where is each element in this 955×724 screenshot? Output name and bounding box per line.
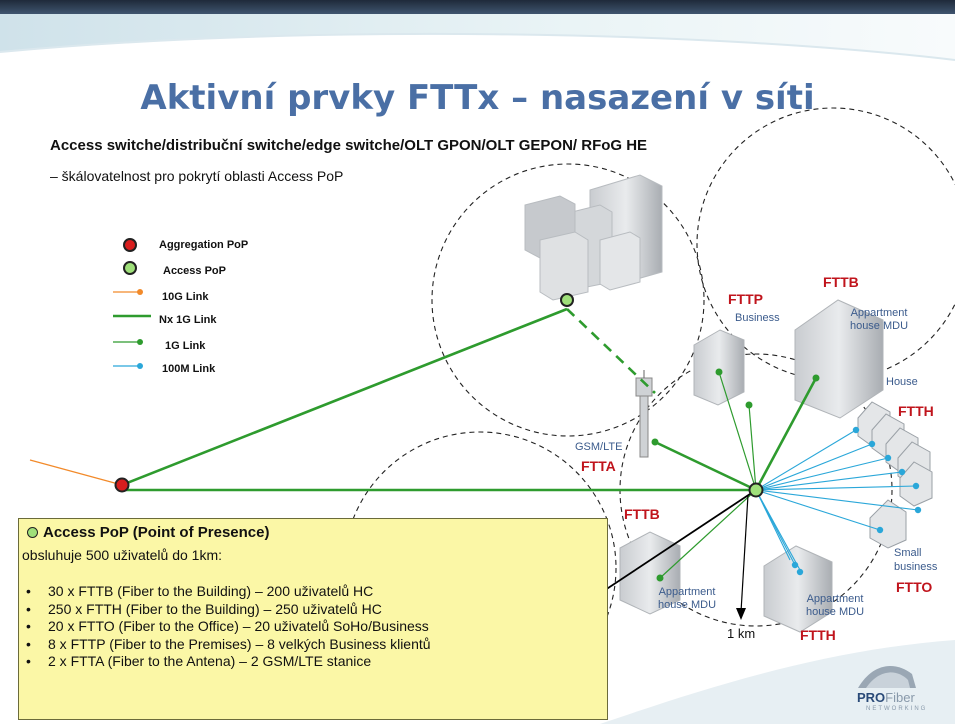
access-pop-icon [748,482,764,498]
legend-nx1g-link: Nx 1G Link [159,314,217,326]
label-ftto: FTTO [896,579,933,595]
label-ftth-right: FTTH [898,403,934,419]
logo-tagline: NETWORKING [866,706,928,712]
link-dashed-top-center [566,308,656,394]
access-pop-icon [27,527,38,538]
footer-swoosh [600,640,955,724]
link-10g [29,459,123,486]
legend-access-pop: Access PoP [163,265,226,277]
label-1km: 1 km [727,626,756,641]
label-fttp: FTTP [728,291,763,307]
label-fttb-bottom: FTTB [624,506,660,522]
label-fttb-top: FTTB [823,274,859,290]
list-item: •2 x FTTA (Fiber to the Antena) – 2 GSM/… [26,653,372,669]
building-cluster-icon [524,174,663,301]
link-nx1g-ftta [654,440,757,492]
legend-10g-link: 10G Link [162,291,209,303]
header-swoosh [0,14,955,60]
coverage-ring-right [696,107,955,381]
access-pop-infobox: Access PoP (Point of Presence) obsluhuje… [18,518,608,720]
radius-arrow [740,494,749,613]
label-ftth-bottom: FTTH [800,627,836,643]
infobox-list: •30 x FTTB (Fiber to the Building) – 200… [22,583,431,671]
label-small-business: Small business [894,547,938,573]
list-item: •250 x FTTH (Fiber to the Building) – 25… [26,600,382,617]
access-line [589,489,757,601]
legend-100m-link: 100M Link [162,363,216,375]
office-building-icon [693,329,745,406]
infobox-summary: obsluhuje 500 uživatelů do 1km: [22,547,223,563]
label-gsm-lte: GSM/LTE [575,441,623,453]
label-appartment-bottom-right: Appartment house MDU [805,593,865,618]
aggregation-pop-icon [123,238,137,252]
office-building-icon [619,531,681,615]
subtitle-scalability: – škálovatelnost pro pokrytí oblasti Acc… [50,168,344,184]
access-pop-icon [123,261,137,275]
label-business: Business [735,312,780,324]
link-nx1g-fttb [754,377,818,491]
coverage-ring-top [431,163,705,437]
link-nx1g-agg-top [121,307,568,487]
aggregation-pop-icon [114,477,130,493]
house-icon [869,499,907,549]
profiber-logo-icon [858,665,916,688]
access-pop-icon [560,293,574,307]
logo-text: PROFiber [857,690,915,705]
office-building-icon [794,299,884,419]
page-title: Aktivní prvky FTTx – nasazení v síti [140,78,815,118]
label-appartment-top: Appartment house MDU [849,307,909,332]
infobox-heading: Access PoP (Point of Presence) [27,524,269,541]
legend-1g-link: 1G Link [165,340,206,352]
antenna-tower-icon [635,370,653,458]
list-item: •8 x FTTP (Fiber to the Premises) – 8 ve… [26,635,431,652]
header-band [0,0,955,14]
subtitle: Access switche/distribuční switche/edge … [50,137,648,154]
list-item: •30 x FTTB (Fiber to the Building) – 200… [26,583,374,599]
legend-aggregation-pop: Aggregation PoP [159,239,249,251]
label-appartment-bottom-left: Appartment house MDU [657,586,717,611]
label-ftta: FTTA [581,458,616,474]
list-item: •20 x FTTO (Fiber to the Office) – 20 už… [26,618,429,634]
label-house: House [886,376,918,388]
office-building-icon [763,545,833,633]
